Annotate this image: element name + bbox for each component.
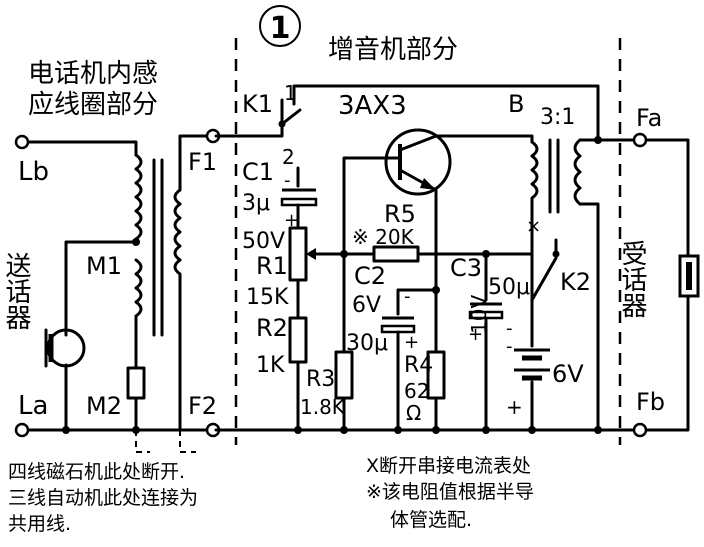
terminal-lb [14,134,30,150]
left-note-line3: 共用线. [8,513,71,535]
figure-number-badge: 1 [259,5,301,47]
left-section-title-line1: 电话机内感 [28,59,158,89]
label-k1: K1 [242,90,273,118]
label-r5-value: ※ 20K [352,225,415,249]
label-c2-minus: - [404,286,411,307]
label-c1-plus: + [284,210,299,231]
label-r4-value: 62 [404,379,429,403]
label-m1: M1 [86,252,122,280]
right-note-line2: ※该电阻值根据半导 [366,481,534,503]
left-section-title-line2: 应线圈部分 [28,90,158,120]
label-c2-plus: + [404,332,419,353]
left-note-line1: 四线磁石机此处断开. [8,461,185,483]
label-r4-unit: Ω [406,401,421,425]
label-fa: Fa [636,104,662,132]
label-r2-value: 1K [256,353,285,378]
figure-number: 1 [270,11,291,46]
label-c1-voltage: 50V [242,229,285,254]
label-transistor: 3AX3 [338,91,407,121]
terminal-la [14,422,30,438]
label-f1: F1 [188,148,217,176]
label-c2: C2 [354,262,386,290]
transmitter-microphone [44,328,86,368]
label-k1-pos1: 1 [284,81,297,105]
label-transformer-ratio: 3:1 [540,105,575,130]
label-lb: Lb [18,157,49,187]
right-note-line3: 体管选配. [390,509,472,531]
label-c1-minus: - [284,170,291,191]
break-mark-x: × [526,216,541,237]
label-c3-value: 50μ [488,275,530,300]
right-note-line1: X断开串接电流表处 [366,455,531,477]
transistor-3ax3 [384,128,454,196]
label-transmitter: 送话器 [1,252,31,330]
right-section-title: 增音机部分 [328,35,458,65]
terminal-fa [632,132,648,148]
label-battery-minus: - [506,336,513,357]
label-c3-voltage: 10V [467,295,491,334]
label-c2-voltage: 6V [352,293,381,318]
label-c3: C3 [450,254,482,282]
label-r3: R3 [306,367,335,392]
induction-coil-wiring [20,134,212,453]
label-battery: 6V [552,360,584,388]
label-c2-value: 30μ [346,331,388,356]
terminal-fb [632,422,648,438]
label-r5: R5 [384,200,416,228]
label-fb: Fb [636,388,665,416]
label-battery-plus: + [506,395,523,419]
label-r1: R1 [256,252,288,280]
label-f2: F2 [188,392,217,420]
label-r1-value: 15K [246,285,289,310]
label-c3-plus: + [468,324,483,345]
label-r4: R4 [404,353,433,378]
label-transformer-b: B [508,90,524,118]
amplifier-wiring [214,84,690,434]
label-c1-value: 3μ [242,191,270,216]
label-receiver: 受话器 [617,240,647,318]
left-note-line2: 三线自动机此处连接为 [8,487,198,509]
label-m2: M2 [86,392,122,420]
label-k1-pos2: 2 [282,145,295,169]
label-c1: C1 [242,158,274,186]
label-k2: K2 [560,268,591,296]
label-r3-value: 1.8K [300,395,346,419]
label-la: La [18,391,48,421]
label-r2: R2 [256,314,288,342]
receiver-earpiece [678,254,700,298]
label-c3-minus: - [506,318,513,339]
